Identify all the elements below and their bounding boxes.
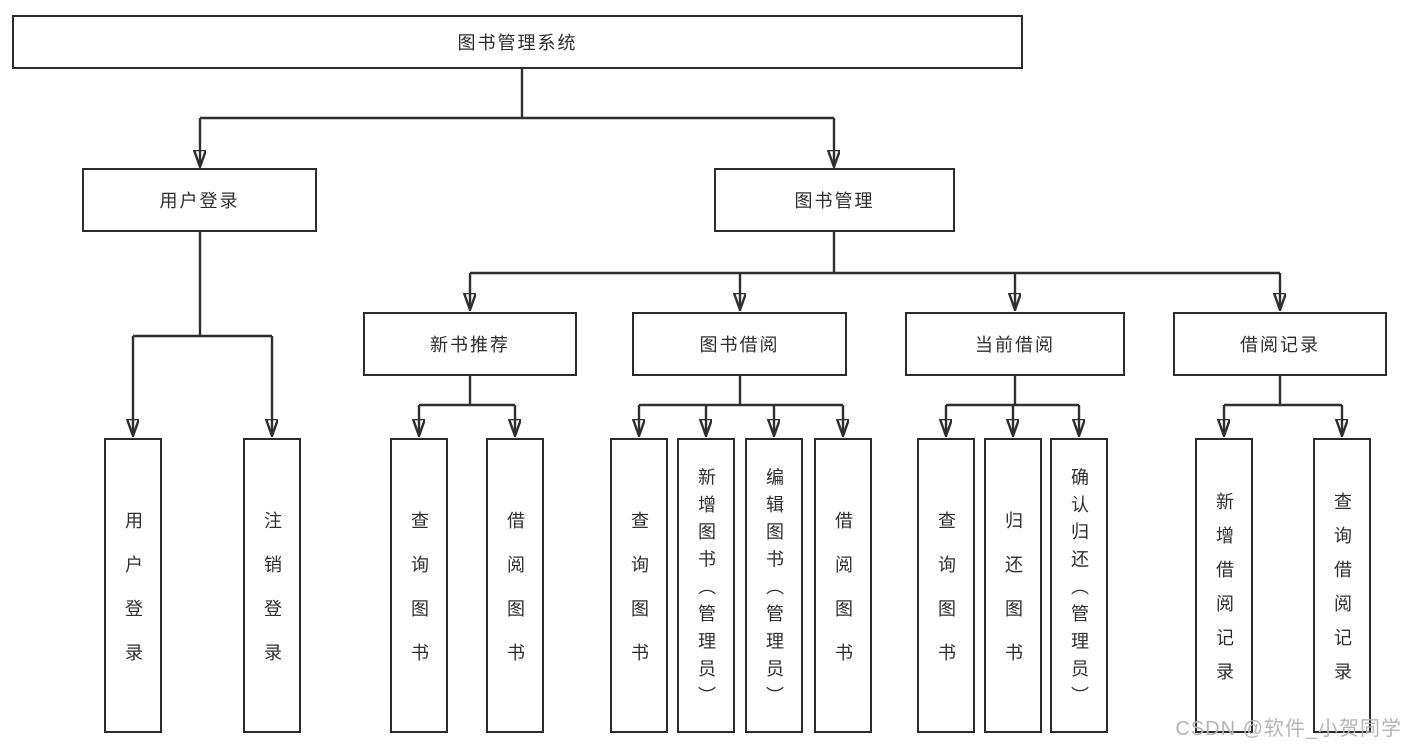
leaf-label: 确认归还（管理员） <box>1069 467 1089 714</box>
leaf-label: 编辑图书（管理员） <box>764 467 784 714</box>
leaf-label: 借阅图书 <box>833 510 853 687</box>
node-user-login: 用户登录 <box>82 168 317 232</box>
leaf-cb-query-books: 查询图书 <box>917 438 975 733</box>
leaf-label: 查询图书 <box>936 510 956 687</box>
leaf-br-query-record: 查询借阅记录 <box>1313 438 1371 733</box>
node-book-management: 图书管理 <box>714 168 955 232</box>
leaf-cb-return-books: 归还图书 <box>984 438 1042 733</box>
leaf-bb-add-books-admin: 新增图书（管理员） <box>677 438 735 733</box>
leaf-bb-borrow-books: 借阅图书 <box>814 438 872 733</box>
node-label: 图书管理 <box>794 191 875 211</box>
leaf-logout: 注销登录 <box>243 438 301 733</box>
leaf-label: 新增图书（管理员） <box>696 467 716 714</box>
node-current-borrowing: 当前借阅 <box>905 312 1125 376</box>
node-book-borrowing: 图书借阅 <box>632 312 847 376</box>
leaf-bb-query-books: 查询图书 <box>610 438 668 733</box>
leaf-label: 用户登录 <box>123 510 143 687</box>
leaf-label: 查询图书 <box>629 510 649 687</box>
leaf-nb-query-books: 查询图书 <box>390 438 448 733</box>
node-label: 图书借阅 <box>699 335 780 355</box>
node-label: 新书推荐 <box>430 335 510 355</box>
leaf-br-add-record: 新增借阅记录 <box>1195 438 1253 733</box>
leaf-label: 借阅图书 <box>505 510 525 687</box>
watermark: CSDN @软件_小贺同学 <box>1175 718 1402 740</box>
node-borrow-records: 借阅记录 <box>1173 312 1387 376</box>
leaf-user-login: 用户登录 <box>104 438 162 733</box>
leaf-nb-borrow-books: 借阅图书 <box>486 438 544 733</box>
node-library-system: 图书管理系统 <box>12 15 1023 69</box>
leaf-label: 注销登录 <box>262 510 282 687</box>
leaf-cb-confirm-return-admin: 确认归还（管理员） <box>1050 438 1108 733</box>
leaf-label: 新增借阅记录 <box>1214 491 1234 696</box>
leaf-bb-edit-books-admin: 编辑图书（管理员） <box>745 438 803 733</box>
node-new-book-recommend: 新书推荐 <box>363 312 577 376</box>
node-label: 借阅记录 <box>1240 335 1320 355</box>
node-label: 当前借阅 <box>975 335 1055 355</box>
leaf-label: 查询图书 <box>409 510 429 687</box>
node-label: 用户登录 <box>159 191 240 211</box>
node-label: 图书管理系统 <box>457 33 578 53</box>
leaf-label: 归还图书 <box>1003 510 1023 687</box>
leaf-label: 查询借阅记录 <box>1332 491 1352 696</box>
